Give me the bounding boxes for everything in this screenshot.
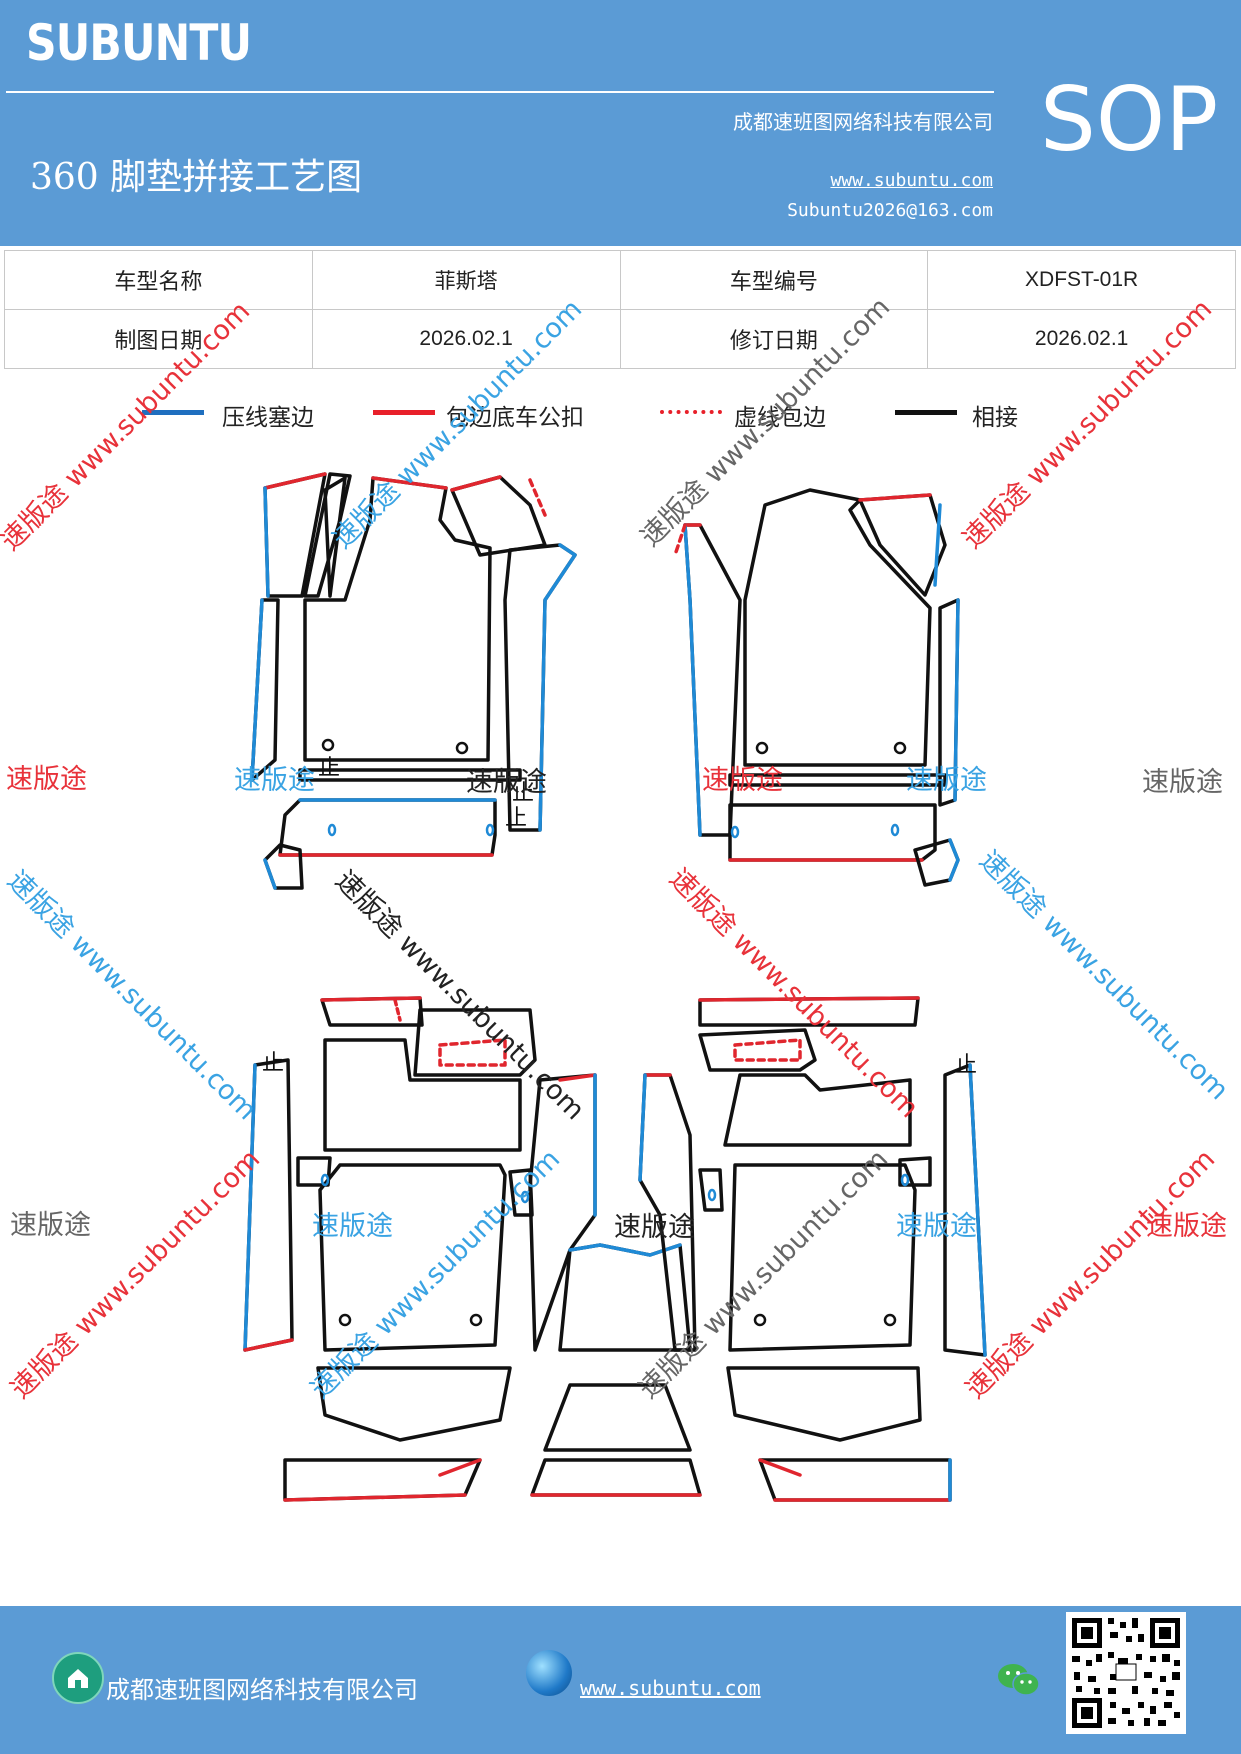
watermark-text: 速版途 [1146, 1211, 1227, 1242]
watermark-text: 速版途 [906, 765, 987, 796]
watermark-text: 速版途 [702, 765, 783, 796]
company-home-icon [52, 1652, 104, 1704]
table-row: 制图日期 2026.02.1 修订日期 2026.02.1 [4, 309, 1236, 369]
watermark-text: 速版途 [234, 765, 315, 796]
floor-mat-diagram: 止 止 止 止 止 [243, 472, 987, 1502]
sop-badge: SOP [1040, 68, 1219, 171]
legend-swatch-red [373, 410, 435, 415]
legend-swatch-blue [142, 410, 204, 415]
watermark-text: 速版途 [614, 1212, 695, 1243]
legend-label: 包边底车公扣 [446, 405, 584, 431]
table-cell-value: 2026.02.1 [927, 309, 1236, 369]
header-email[interactable]: Subuntu2026@163.com [787, 200, 993, 221]
front-right-mat [673, 488, 960, 887]
stop-mark: 止 [512, 781, 534, 806]
footer-company-name: 成都速班图网络科技有限公司 [106, 1676, 418, 1704]
legend-label: 压线塞边 [222, 405, 314, 431]
table-cell-label: 车型名称 [4, 250, 313, 310]
legend-label: 相接 [972, 405, 1018, 431]
table-cell-label: 车型编号 [619, 250, 929, 310]
footer-website-link[interactable]: www.subuntu.com [580, 1676, 761, 1700]
rear-left-mat [243, 996, 597, 1502]
watermark-text: 速版途 [10, 1210, 91, 1241]
table-cell-value: 2026.02.1 [311, 309, 621, 369]
watermark-text: 速版途 [312, 1211, 393, 1242]
header-banner: SUBUNTU 360 脚垫拼接工艺图 成都速班图网络科技有限公司 www.su… [0, 0, 1241, 246]
footer-banner: 成都速班图网络科技有限公司 www.subuntu.com [0, 1606, 1241, 1754]
watermark-text: 速版途 [896, 1211, 977, 1242]
table-cell-label: 制图日期 [4, 309, 313, 369]
vehicle-info-table: 车型名称 菲斯塔 车型编号 XDFST-01R 制图日期 2026.02.1 修… [4, 250, 1236, 369]
header-company-name: 成都速班图网络科技有限公司 [733, 110, 993, 134]
header-divider [6, 91, 994, 93]
header-website-link[interactable]: www.subuntu.com [830, 170, 993, 191]
table-cell-label: 修订日期 [619, 309, 929, 369]
brand-logo-text: SUBUNTU [26, 14, 252, 72]
legend-swatch-black [895, 410, 957, 415]
legend-swatch-red-dashed [660, 410, 722, 414]
legend-label: 虚线包边 [734, 405, 826, 431]
table-cell-value: 菲斯塔 [311, 250, 621, 310]
rear-right-mat [638, 996, 987, 1502]
stop-mark: 止 [262, 1051, 284, 1076]
page-title: 360 脚垫拼接工艺图 [30, 157, 363, 198]
watermark-text: 速版途 [6, 764, 87, 795]
rear-center-mat [530, 1243, 702, 1497]
watermark-text: 速版途 [466, 767, 547, 798]
table-row: 车型名称 菲斯塔 车型编号 XDFST-01R [4, 250, 1236, 310]
qr-code-image[interactable] [1066, 1612, 1186, 1734]
stop-mark: 止 [505, 806, 527, 831]
watermark-text: 速版途 [1142, 767, 1223, 798]
legend: 压线塞边 包边底车公扣 虚线包边 相接 [0, 398, 1241, 438]
stop-mark: 止 [318, 756, 340, 781]
globe-icon [526, 1650, 572, 1696]
wechat-icon [996, 1660, 1042, 1700]
front-left-mat [250, 472, 577, 890]
stop-mark: 止 [955, 1053, 977, 1078]
